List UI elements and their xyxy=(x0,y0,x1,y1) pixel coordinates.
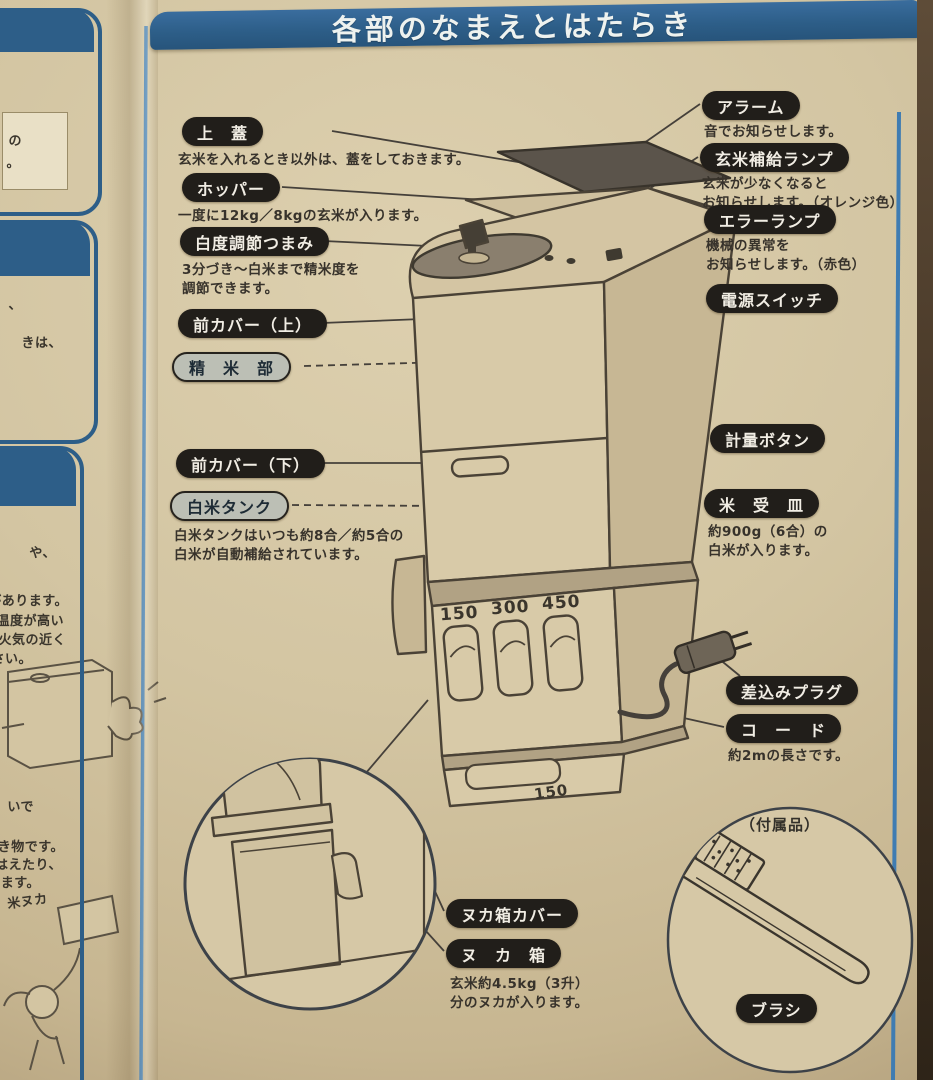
desc-rice-tray: 約900g（6合）の 白米が入ります。 xyxy=(708,524,828,560)
label-alarm: アラーム xyxy=(702,91,800,120)
label-rice-tray: 米 受 皿 xyxy=(704,489,820,518)
desc-white-rice-tank: 白米タンクはいつも約8合／約5合の 白米が自動補給されています。 xyxy=(174,528,404,564)
label-cord: コ ー ド xyxy=(726,714,842,743)
adjacent-text-fragment: ます。 xyxy=(0,876,40,891)
adjacent-text-fragment: さい。 xyxy=(0,652,32,667)
power-cord-illustration xyxy=(617,630,753,720)
desc-alarm: 音でお知らせします。 xyxy=(704,124,843,140)
measure-buttons-illustration xyxy=(442,614,584,702)
desc-bran-box: 玄米約4.5kg（3升） 分のヌカが入ります。 xyxy=(450,976,589,1012)
label-hopper: ホッパー xyxy=(182,173,281,202)
adjacent-page-note xyxy=(2,112,68,190)
bran-box-illustration xyxy=(230,828,342,978)
adjacent-page-box-3-header xyxy=(0,446,76,506)
adjacent-text-fragment: があります。 xyxy=(0,594,68,609)
lamp-dot xyxy=(566,258,576,264)
adjacent-text-fragment: や、 xyxy=(29,546,56,561)
adjacent-text-fragment: はえたり、 xyxy=(0,858,62,873)
adjacent-text-fragment: き物です。 xyxy=(0,840,64,855)
label-brush: ブラシ xyxy=(736,994,817,1023)
adjacent-page-artwork xyxy=(1,658,167,1071)
desc-hopper: 一度に12kg／8kgの玄米が入ります。 xyxy=(178,208,428,224)
brush-circle xyxy=(666,806,914,1074)
adjacent-text-fragment: 温度が高い xyxy=(0,614,64,629)
label-white-rice-tank: 白米タンク xyxy=(170,491,290,521)
adjacent-page-box-2 xyxy=(0,220,98,444)
desc-cord: 約2mの長さです。 xyxy=(728,748,850,764)
page-title: 各部のなまえとはたらき xyxy=(331,7,695,48)
label-front-cover-upper: 前カバー（上） xyxy=(178,309,328,338)
label-top-lid: 上 蓋 xyxy=(182,117,264,146)
adjacent-page-box-1-header xyxy=(0,8,94,52)
accessory-caption: （付属品） xyxy=(740,816,821,834)
label-brown-rice-refill-lamp: 玄米補給ランプ xyxy=(700,143,849,172)
adjacent-text-fragment: の xyxy=(8,134,22,149)
photo-background-edge xyxy=(917,0,933,1080)
plug-illustration xyxy=(673,630,753,674)
desc-top-lid: 玄米を入れるとき以外は、蓋をしておきます。 xyxy=(178,152,470,168)
adjacent-text-fragment: 。 xyxy=(6,156,20,171)
label-measuring-button: 計量ボタン xyxy=(710,424,826,453)
lamp-dot xyxy=(544,255,554,261)
label-error-lamp: エラーランプ xyxy=(704,205,836,234)
adjacent-page-box-3 xyxy=(0,446,84,1080)
label-front-cover-lower: 前カバー（下） xyxy=(176,449,326,478)
desc-whiteness-knob: 3分づき〜白米まで精米度を 調節できます。 xyxy=(182,262,360,298)
label-whiteness-knob: 白度調節つまみ xyxy=(180,227,330,256)
measure-value-150: 150 xyxy=(439,602,480,626)
label-power-switch: 電源スイッチ xyxy=(706,284,839,313)
adjacent-page-box-1 xyxy=(0,8,102,216)
whiteness-knob-illustration xyxy=(458,218,490,250)
measure-value-300: 300 xyxy=(490,596,531,620)
label-plug: 差込みプラグ xyxy=(726,676,859,705)
adjacent-text-fragment: 、 xyxy=(8,298,22,313)
label-bran-box-cover: ヌカ箱カバー xyxy=(446,899,579,928)
label-bran-box: ヌ カ 箱 xyxy=(446,939,562,968)
brush-illustration xyxy=(681,828,870,985)
machine-illustration xyxy=(391,140,738,808)
adjacent-text-fragment: いで xyxy=(7,800,34,815)
adjacent-text-fragment: きは、 xyxy=(21,336,62,351)
power-switch-illustration xyxy=(605,248,623,261)
desc-error-lamp: 機械の異常を お知らせします。（赤色） xyxy=(706,238,866,274)
machine-lid xyxy=(496,140,732,194)
tray-handle-illustration xyxy=(464,758,562,790)
measure-value-450: 450 xyxy=(541,591,582,615)
adjacent-page-box-2-header xyxy=(0,220,90,276)
adjacent-text-fragment: 火気の近く xyxy=(0,633,66,648)
inset-detail-circle xyxy=(183,757,437,1011)
label-milling-unit: 精 米 部 xyxy=(172,352,292,382)
